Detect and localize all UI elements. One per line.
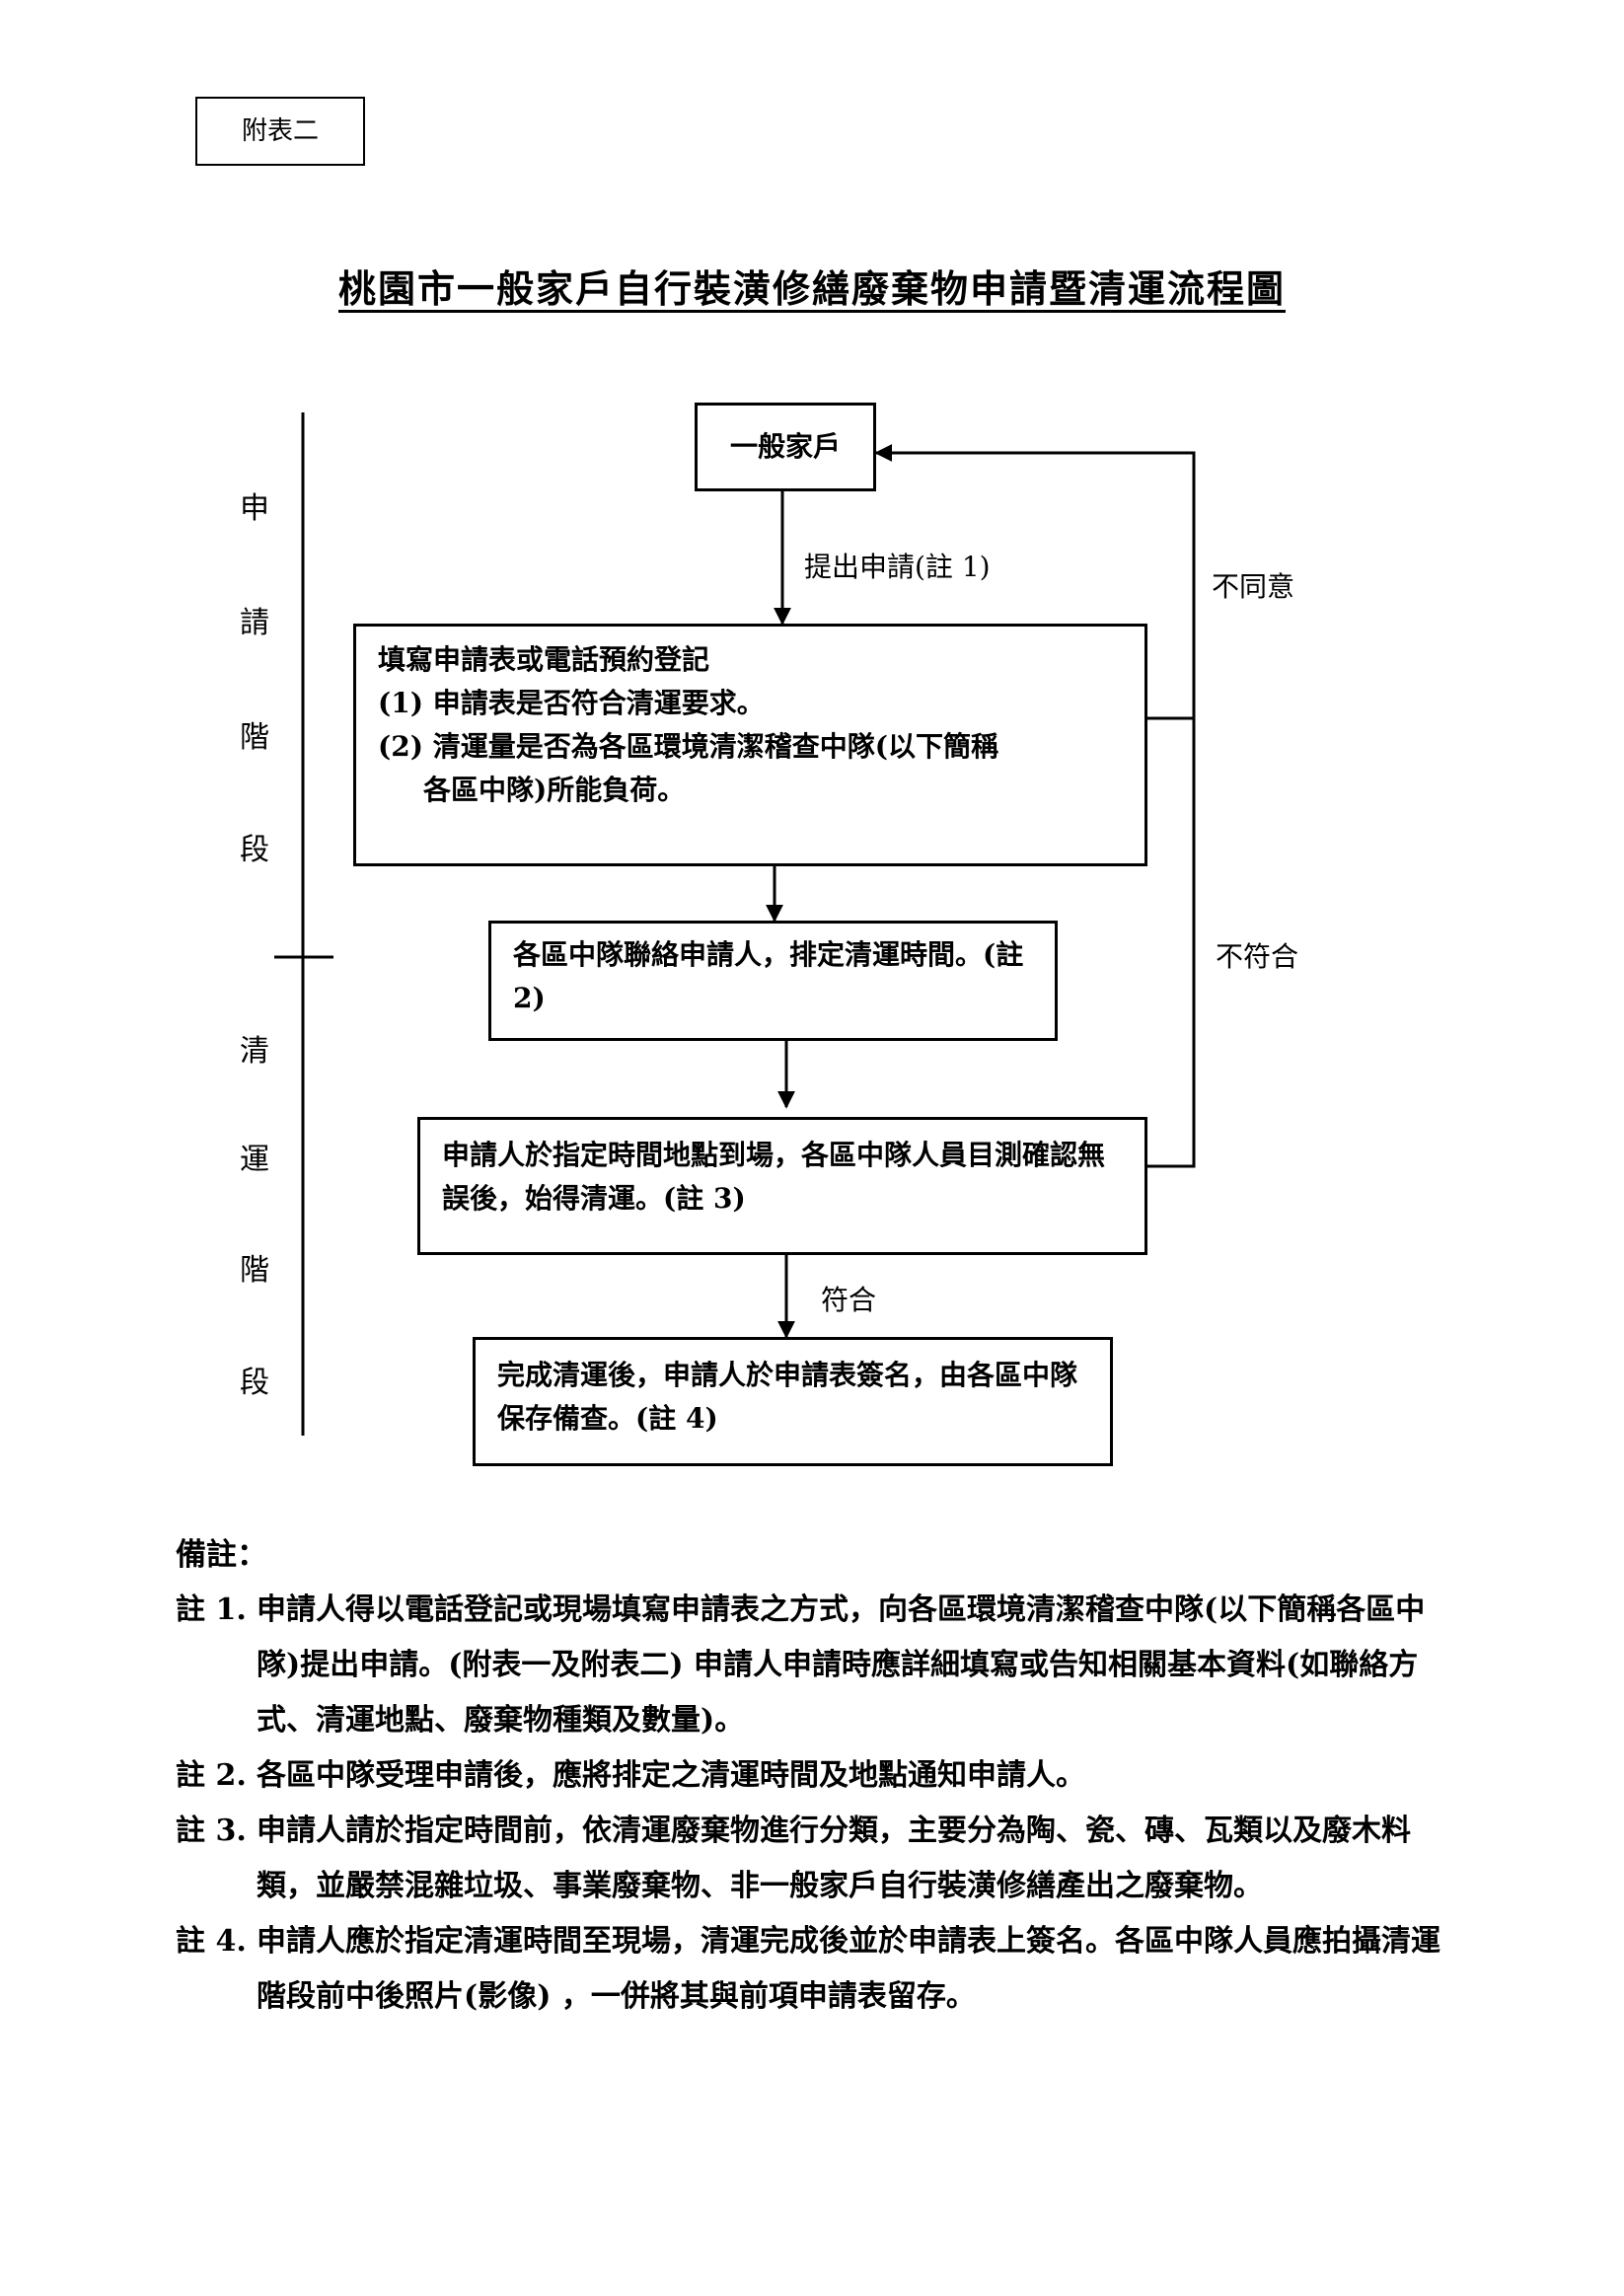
stage-clear-char-1: 清 (240, 1034, 269, 1069)
note-1-text: 申請人得以電話登記或現場填寫申請表之方式，向各區環境清潔稽查中隊(以下簡稱各區中… (257, 1592, 1426, 1738)
note-2-text: 各區中隊受理申請後，應將排定之清運時間及地點通知申請人。 (257, 1758, 1085, 1793)
submit-label: 提出申請(註 1) (804, 551, 991, 583)
start-node: 一般家戶 (695, 403, 876, 491)
stage-clear-char-3: 階 (240, 1253, 269, 1288)
note-3: 註 3. 申請人請於指定時間前，依清運廢棄物進行分類，主要分為陶、瓷、磚、瓦類以及… (176, 1804, 1458, 1914)
stage-apply-char-2: 請 (240, 606, 269, 640)
stage-clear-char-2: 運 (240, 1143, 269, 1177)
step1-title: 填寫申請表或電話預約登記 (378, 643, 710, 676)
stage-apply-char-1: 申 (240, 491, 269, 526)
page-title-text: 桃園市一般家戶自行裝潢修繕廢棄物申請暨清運流程圖 (337, 266, 1286, 311)
nonconform-label: 不符合 (1216, 940, 1299, 973)
stage-apply-char-3: 階 (240, 720, 269, 755)
notes-section: 備註： 註 1. 申請人得以電話登記或現場填寫申請表之方式，向各區環境清潔稽查中隊… (176, 1527, 1458, 2025)
disagree-label: 不同意 (1212, 570, 1295, 603)
note-3-text: 申請人請於指定時間前，依清運廢棄物進行分類，主要分為陶、瓷、磚、瓦類以及廢木料類… (257, 1814, 1411, 1903)
feedback-loop (874, 444, 1196, 1168)
page-title: 桃園市一般家戶自行裝潢修繕廢棄物申請暨清運流程圖 (0, 259, 1624, 313)
notes-heading: 備註： (176, 1537, 267, 1573)
note-2-key: 註 2. (176, 1758, 247, 1793)
step1-box: 填寫申請表或電話預約登記 (1) 申請表是否符合清運要求。 (2) 清運量是否為… (353, 624, 1147, 866)
step1-item-1: (1) 申請表是否符合清運要求。 (378, 687, 765, 719)
note-1: 註 1. 申請人得以電話登記或現場填寫申請表之方式，向各區環境清潔稽查中隊(以下簡… (176, 1583, 1458, 1748)
appendix-tag: 附表二 (195, 97, 365, 166)
stage-clear-char-4: 段 (240, 1366, 269, 1400)
step1-item-2-cont: 各區中隊)所能負荷。 (423, 774, 686, 806)
note-4-text: 申請人應於指定清運時間至現場，清運完成後並於申請表上簽名。各區中隊人員應拍攝清運… (257, 1924, 1440, 2014)
note-4-key: 註 4. (176, 1924, 247, 1959)
note-2: 註 2. 各區中隊受理申請後，應將排定之清運時間及地點通知申請人。 (176, 1748, 1458, 1804)
step2-box: 各區中隊聯絡申請人，排定清運時間。(註 2) (488, 921, 1058, 1041)
conform-label: 符合 (821, 1284, 877, 1316)
note-1-key: 註 1. (176, 1592, 247, 1627)
note-3-key: 註 3. (176, 1814, 247, 1848)
step3-box: 申請人於指定時間地點到場，各區中隊人員目測確認無誤後，始得清運。(註 3) (417, 1117, 1147, 1255)
step4-box: 完成清運後，申請人於申請表簽名，由各區中隊保存備查。(註 4) (473, 1337, 1113, 1466)
step1-item-2: (2) 清運量是否為各區環境清潔稽查中隊(以下簡稱 (378, 730, 998, 763)
stage-apply-char-4: 段 (240, 833, 269, 867)
note-4: 註 4. 申請人應於指定清運時間至現場，清運完成後並於申請表上簽名。各區中隊人員應… (176, 1914, 1458, 2025)
